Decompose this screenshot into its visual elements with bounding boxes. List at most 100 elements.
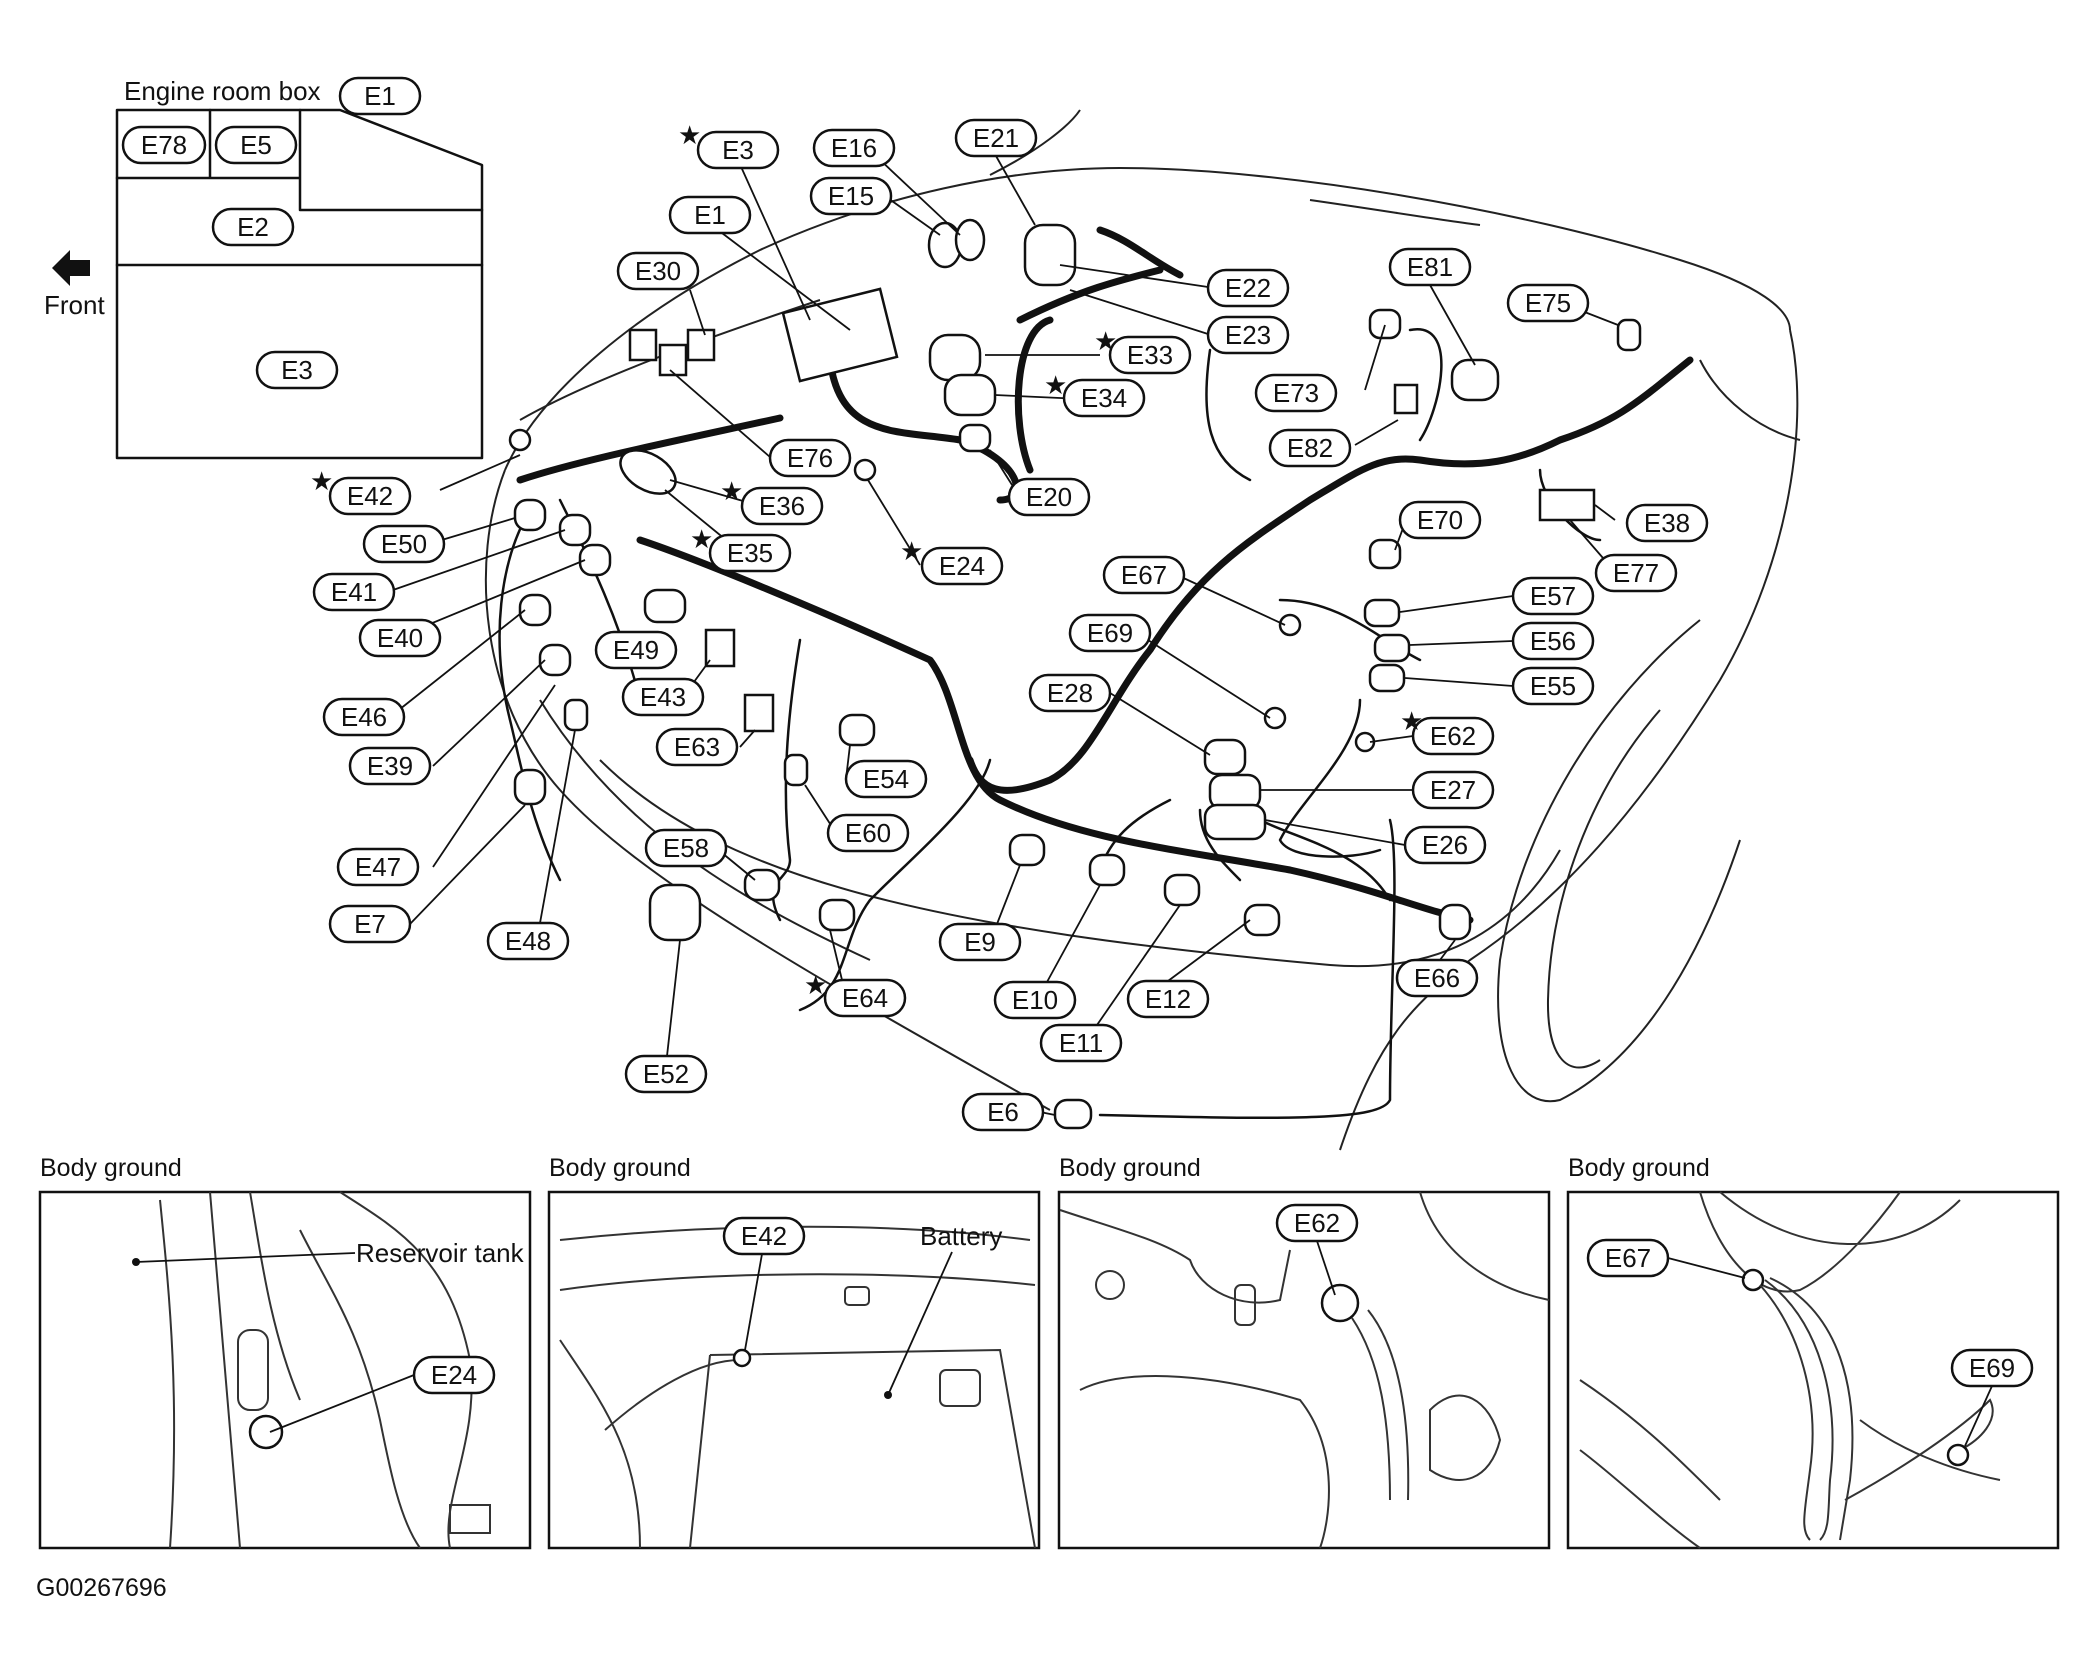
connector-e66-icon <box>1438 903 1472 941</box>
svg-text:E73: E73 <box>1273 378 1319 408</box>
star-icon: ★ <box>720 476 743 506</box>
label-e48: E48 <box>486 921 570 961</box>
svg-text:E28: E28 <box>1047 678 1093 708</box>
label-e57: E57 <box>1511 576 1595 616</box>
connector-e73-icon <box>1368 308 1402 340</box>
star-icon: ★ <box>1044 370 1067 400</box>
svg-text:E1: E1 <box>694 200 726 230</box>
connector-e55-icon <box>1368 663 1406 693</box>
connector-e75-icon <box>1616 318 1642 352</box>
label-e9: E9 <box>938 922 1022 962</box>
label-e26: E26 <box>1403 825 1487 865</box>
svg-text:E11: E11 <box>1059 1028 1103 1058</box>
svg-text:E66: E66 <box>1414 963 1460 993</box>
connector-e58-icon <box>743 868 781 902</box>
body-ground-panel-3: Body ground E62 <box>1057 1154 1551 1550</box>
connector-e11-icon <box>1163 873 1201 907</box>
svg-text:E42: E42 <box>347 481 393 511</box>
connector-e76a-icon <box>658 343 688 377</box>
svg-text:E15: E15 <box>828 181 874 211</box>
label-e64: E64★ <box>804 970 907 1018</box>
label-e77: E77 <box>1594 553 1678 593</box>
ground-e42-icon <box>508 428 532 452</box>
svg-text:E56: E56 <box>1530 626 1576 656</box>
connector-e6-icon <box>1053 1098 1093 1130</box>
svg-text:E23: E23 <box>1225 320 1271 350</box>
ground-bolt-icon <box>248 1414 284 1450</box>
connector-e50-icon <box>513 498 547 532</box>
engine-room-box-code: E1 <box>364 81 396 111</box>
connector-e34-icon <box>943 373 997 417</box>
label-e20: E20 <box>1007 477 1091 517</box>
engine-room-box-inset: Engine room box E1 E78 E5 E2 E3 Front <box>44 76 484 460</box>
svg-text:E41: E41 <box>331 577 377 607</box>
label-e70: E70 <box>1398 500 1482 540</box>
label-e21: E21 <box>954 118 1038 158</box>
connector-e52-icon <box>648 883 702 942</box>
callout-e67: E67 <box>1605 1243 1651 1273</box>
svg-text:E70: E70 <box>1417 505 1463 535</box>
box-cell-e5: E5 <box>240 130 272 160</box>
svg-text:E34: E34 <box>1081 383 1127 413</box>
svg-text:E30: E30 <box>635 256 681 286</box>
svg-text:E6: E6 <box>987 1097 1019 1127</box>
label-e22: E22 <box>1206 268 1290 308</box>
connector-e41-icon <box>558 513 592 547</box>
svg-text:E27: E27 <box>1430 775 1476 805</box>
label-e24: E24★ <box>900 536 1004 586</box>
svg-text:E22: E22 <box>1225 273 1271 303</box>
svg-text:E77: E77 <box>1613 558 1659 588</box>
svg-text:E64: E64 <box>842 983 888 1013</box>
label-e38: E38 <box>1625 503 1709 543</box>
svg-text:E36: E36 <box>759 491 805 521</box>
connector-e81-icon <box>1450 358 1500 402</box>
svg-text:E26: E26 <box>1422 830 1468 860</box>
star-icon: ★ <box>690 524 713 554</box>
label-e11: E11 <box>1039 1023 1123 1063</box>
body-ground-panel-4: Body ground E67 E69 <box>1566 1154 2060 1550</box>
callout-e69: E69 <box>1969 1353 2015 1383</box>
ground-bolt-icon <box>1320 1283 1360 1323</box>
svg-text:E55: E55 <box>1530 671 1576 701</box>
label-e15: E15 <box>809 176 893 216</box>
label-e69: E69 <box>1068 613 1152 653</box>
panel-title: Body ground <box>1568 1154 1710 1182</box>
connector-e76b-icon <box>686 328 716 362</box>
label-e56: E56 <box>1511 621 1595 661</box>
engine-room-box-dividers <box>115 108 484 267</box>
connector-e56-icon <box>1373 633 1411 663</box>
star-icon: ★ <box>1094 326 1117 356</box>
connector-e12-icon <box>1243 903 1281 937</box>
label-e47: E47 <box>336 847 420 887</box>
label-e82: E82 <box>1268 428 1352 468</box>
connector-e39-icon <box>538 643 572 677</box>
box-cell-e78: E78 <box>141 130 187 160</box>
connector-e82-icon <box>1393 383 1419 415</box>
label-e52: E52 <box>624 1054 708 1094</box>
svg-text:E58: E58 <box>663 833 709 863</box>
connector-e48-icon <box>563 698 589 732</box>
connector-e63-icon <box>743 693 775 733</box>
fuse-box-icon <box>781 287 899 383</box>
connector-e26-icon <box>1203 803 1267 841</box>
label-e75: E75 <box>1506 283 1590 323</box>
connector-e46-icon <box>518 593 552 627</box>
svg-text:E62: E62 <box>1430 721 1476 751</box>
connector-glyphs <box>508 218 1642 1130</box>
connector-e49-icon <box>643 588 687 624</box>
connector-e35-icon <box>619 449 677 495</box>
label-e46: E46 <box>322 697 406 737</box>
label-e33: E33★ <box>1094 326 1192 375</box>
star-icon: ★ <box>310 466 333 496</box>
ground-e24-icon <box>853 458 877 482</box>
callout-e62: E62 <box>1294 1208 1340 1238</box>
label-e73: E73 <box>1254 373 1338 413</box>
star-icon: ★ <box>900 536 923 566</box>
label-e41: E41 <box>312 572 396 612</box>
connector-e64-icon <box>818 898 856 932</box>
label-e1: E1 <box>668 195 752 235</box>
label-e23: E23 <box>1206 315 1290 355</box>
connector-e43-icon <box>704 628 736 668</box>
svg-text:E35: E35 <box>727 538 773 568</box>
